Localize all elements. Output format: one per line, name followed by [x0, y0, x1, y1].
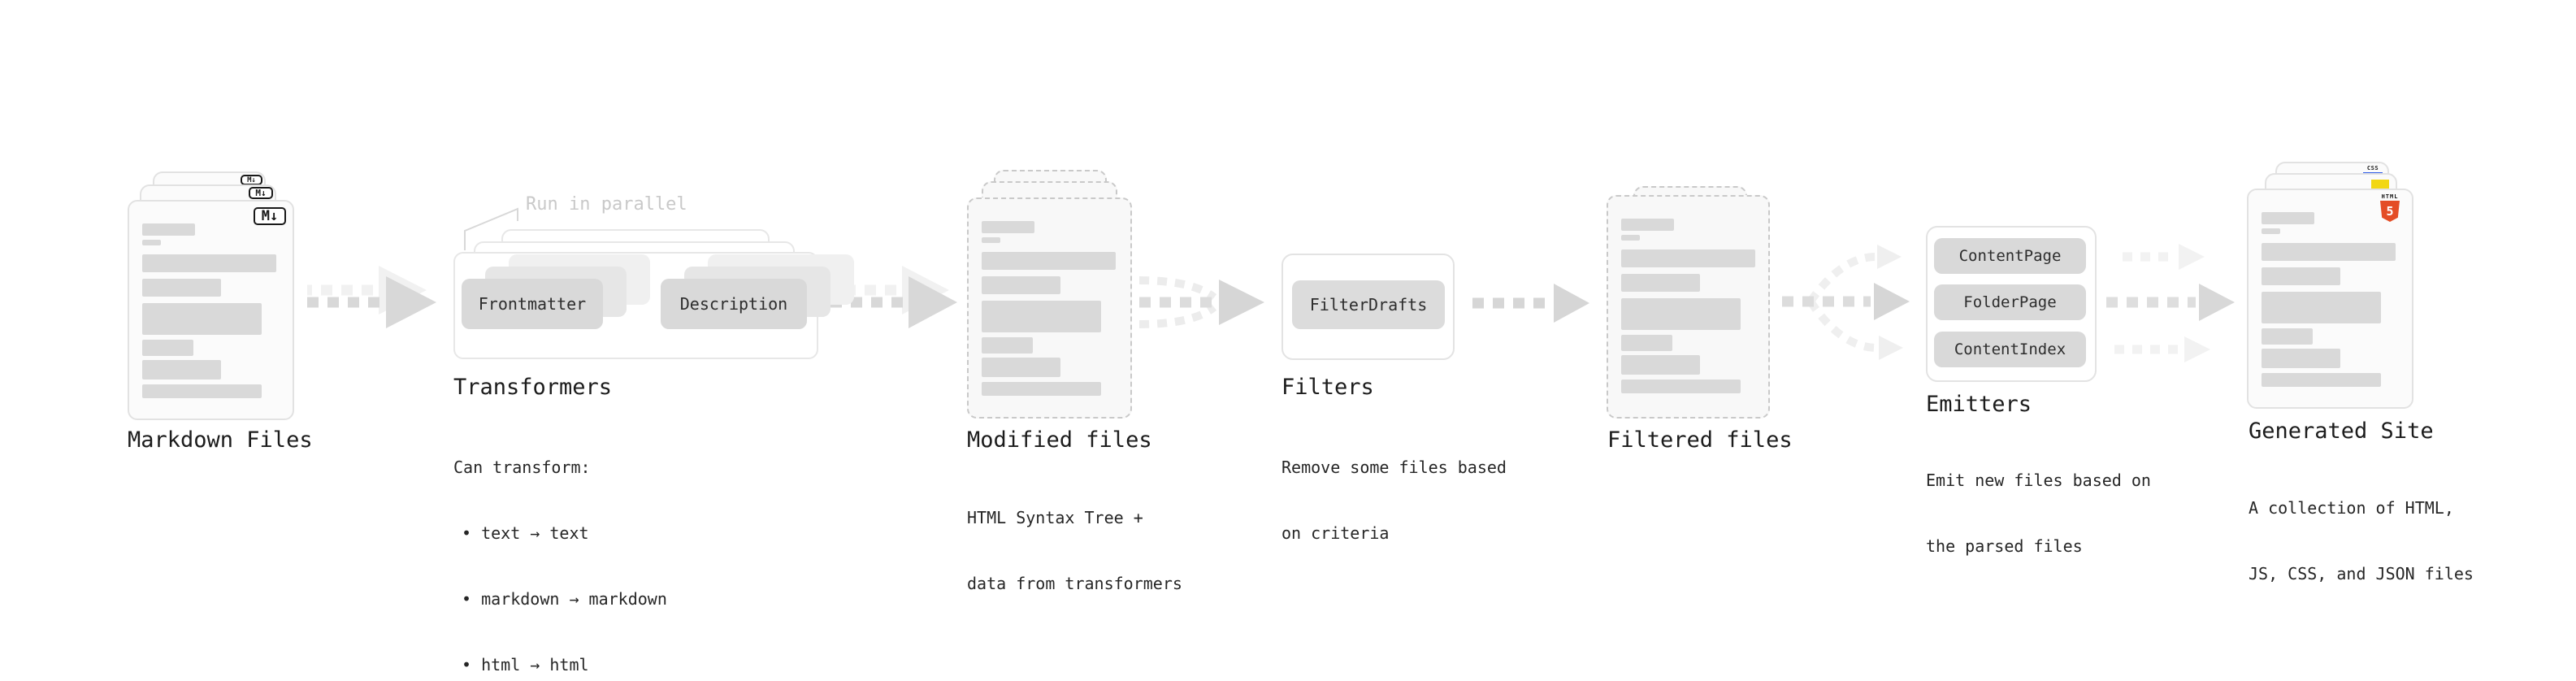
- content-bar: [142, 223, 195, 236]
- content-bar: [1621, 380, 1741, 393]
- content-bar: [142, 279, 221, 297]
- markdown-icon: M↓: [241, 175, 262, 185]
- modified-files-description: HTML Syntax Tree + data from transformer…: [967, 463, 1182, 639]
- modified-files-sub-line: HTML Syntax Tree +: [967, 508, 1143, 527]
- content-bar: [2262, 328, 2313, 345]
- generated-site-description: A collection of HTML, JS, CSS, and JSON …: [2249, 453, 2474, 629]
- filters-sub-line: on criteria: [1281, 523, 1390, 543]
- modified-files-sub-line: data from transformers: [967, 574, 1182, 593]
- content-bar: [2262, 267, 2340, 285]
- content-bar: [982, 237, 1000, 243]
- content-bar: [1621, 249, 1755, 267]
- markdown-icon: M↓: [254, 207, 286, 225]
- stage-label-filtered-files: Filtered files: [1607, 427, 1793, 453]
- content-bar: [1621, 274, 1700, 292]
- content-bar: [982, 221, 1034, 233]
- description-pill: Description: [661, 279, 807, 329]
- content-bar: [142, 384, 262, 398]
- stage-label-filters: Filters: [1281, 375, 1374, 400]
- flow-arrow-markdown-to-transformers-icon: [307, 266, 436, 328]
- content-bar: [982, 252, 1116, 270]
- emitters-sub-line: Emit new files based on: [1926, 471, 2151, 490]
- markdown-icon: M↓: [249, 187, 273, 199]
- run-in-parallel-annotation: Run in parallel: [526, 194, 687, 215]
- stage-label-generated-site: Generated Site: [2249, 419, 2434, 444]
- content-bar: [2262, 243, 2396, 261]
- content-bar: [2262, 228, 2280, 234]
- contentpage-pill: ContentPage: [1934, 238, 2086, 274]
- frontmatter-pill: Frontmatter: [462, 279, 603, 329]
- flow-arrow-filtered-to-emitters-icon: [1782, 245, 1910, 360]
- content-bar: [2262, 212, 2314, 224]
- filtered-file-card: [1607, 195, 1770, 419]
- html5-icon: HTML 5: [2378, 193, 2402, 222]
- filters-sub-line: Remove some files based: [1281, 458, 1507, 477]
- flow-arrow-filters-to-filtered-icon: [1472, 284, 1589, 323]
- content-bar: [1621, 298, 1741, 330]
- content-bar: [142, 340, 193, 356]
- transformers-description: Can transform: • text → text • markdown …: [453, 413, 667, 681]
- stage-label-modified-files: Modified files: [967, 427, 1152, 453]
- emitters-description: Emit new files based on the parsed files: [1926, 426, 2151, 601]
- content-bar: [1621, 235, 1640, 241]
- transformers-bullet: • markdown → markdown: [462, 589, 667, 609]
- generated-site-sub-line: JS, CSS, and JSON files: [2249, 564, 2474, 583]
- flow-arrow-emitters-to-generated-icon: [2106, 244, 2235, 362]
- generated-site-sub-line: A collection of HTML,: [2249, 498, 2454, 518]
- stage-label-emitters: Emitters: [1926, 392, 2032, 417]
- contentindex-pill: ContentIndex: [1934, 332, 2086, 367]
- filterdrafts-pill: FilterDrafts: [1292, 280, 1445, 329]
- transformers-sub-title: Can transform:: [453, 458, 591, 477]
- content-bar: [982, 358, 1060, 377]
- transformers-bullet: • html → html: [462, 655, 589, 674]
- flow-arrow-modified-to-filters-icon: [1138, 276, 1264, 328]
- content-bar: [982, 276, 1060, 294]
- content-bar: [2262, 349, 2340, 368]
- content-bar: [142, 254, 276, 272]
- folderpage-pill: FolderPage: [1934, 284, 2086, 320]
- content-bar: [1621, 219, 1674, 231]
- js-icon: [2371, 180, 2389, 190]
- generated-file-card: HTML 5: [2247, 189, 2413, 409]
- content-bar: [142, 240, 161, 245]
- stage-label-transformers: Transformers: [453, 375, 613, 400]
- filters-description: Remove some files based on criteria: [1281, 413, 1507, 588]
- flow-arrow-transformers-to-modified-icon: [830, 266, 957, 328]
- modified-file-card: [967, 197, 1132, 419]
- content-bar: [2262, 292, 2381, 323]
- content-bar: [142, 303, 262, 335]
- html5-icon-shield: 5: [2380, 201, 2400, 222]
- stage-label-markdown-files: Markdown Files: [128, 427, 313, 453]
- content-bar: [1621, 355, 1700, 375]
- content-bar: [2262, 373, 2381, 387]
- markdown-file-card: M↓: [128, 200, 294, 420]
- content-bar: [142, 360, 221, 380]
- emitters-sub-line: the parsed files: [1926, 536, 2083, 556]
- content-bar: [1621, 335, 1672, 351]
- transformers-bullet: • text → text: [462, 523, 589, 543]
- content-bar: [982, 382, 1101, 396]
- html5-icon-text: HTML: [2381, 193, 2399, 200]
- content-bar: [982, 301, 1101, 332]
- run-in-parallel-callout-line: [464, 207, 518, 250]
- content-bar: [982, 337, 1033, 354]
